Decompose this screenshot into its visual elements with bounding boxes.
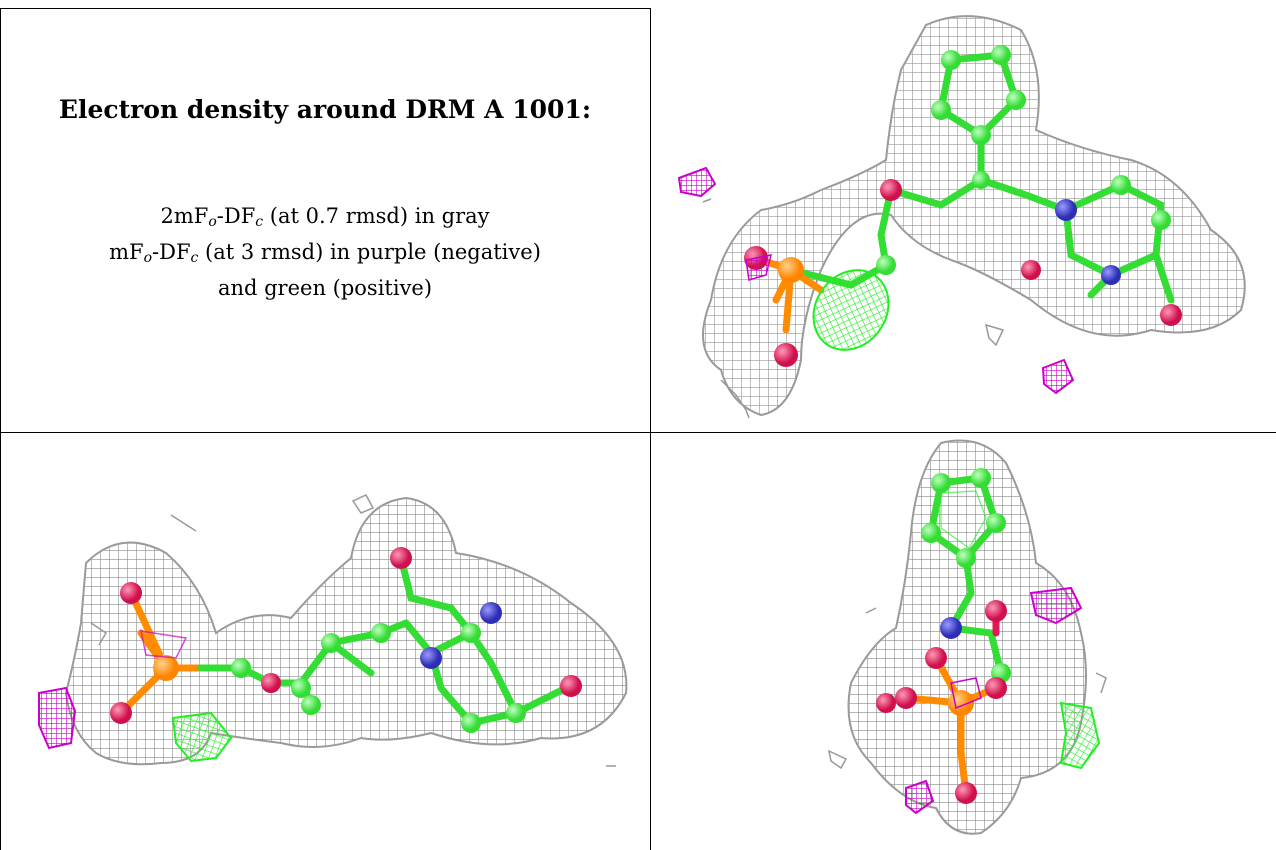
density-view-top-right [651,0,1276,432]
atoms [110,547,582,733]
density-view-bottom-left [1,433,650,850]
mesh-negative [905,586,1083,815]
atoms [744,45,1182,367]
mesh-positive [140,630,233,763]
caption-cell: Electron density around DRM A 1001: 2mFo… [1,9,650,432]
density-render-3 [827,439,1107,835]
legend-line-2fofc: 2mFo-DFc (at 0.7 rmsd) in gray [160,204,490,230]
mesh-negative [38,686,77,750]
legend-line-fofc: mFo-DFc (at 3 rmsd) in purple (negative) [109,240,541,266]
legend-line-colors: and green (positive) [217,276,433,300]
mesh-positive [812,269,890,351]
table-border-left [0,8,1,850]
density-render-2 [38,494,628,767]
atoms [876,468,1011,804]
density-render-1 [677,15,1246,419]
figure-title: Electron density around DRM A 1001: [58,95,592,124]
table-row-divider [0,432,1276,433]
mesh-fragments [702,198,1005,419]
mesh-2fofc [64,496,628,766]
mesh-negative [677,166,1075,395]
mesh-positive [940,490,1101,770]
density-view-bottom-right [651,433,1276,850]
mesh-fragments [827,607,1107,770]
mesh-2fofc [702,15,1246,417]
mesh-2fofc [847,439,1087,835]
table-border-top [0,8,651,9]
table-column-divider [650,8,651,850]
mesh-fragments [90,494,616,767]
density-legend: 2mFo-DFc (at 0.7 rmsd) in gray mFo-DFc (… [1,201,650,303]
